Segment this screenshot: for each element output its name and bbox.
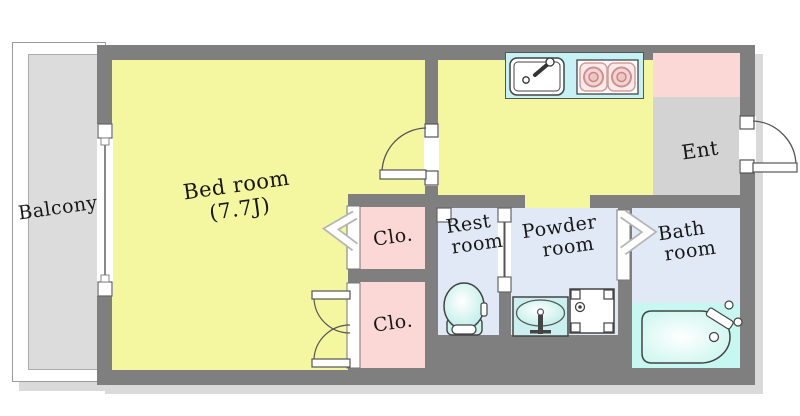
room-closet-lower <box>360 282 425 368</box>
room-bedroom-lower <box>112 194 348 370</box>
shoe-cabinet <box>653 53 740 97</box>
room-entrance <box>653 97 740 195</box>
powder-room-opening <box>525 195 590 208</box>
balcony-floor <box>28 54 100 370</box>
kitchen-counter <box>505 52 644 99</box>
bathtub-zone <box>632 303 740 368</box>
room-bedroom <box>112 60 425 194</box>
room-closet-upper <box>360 207 425 269</box>
